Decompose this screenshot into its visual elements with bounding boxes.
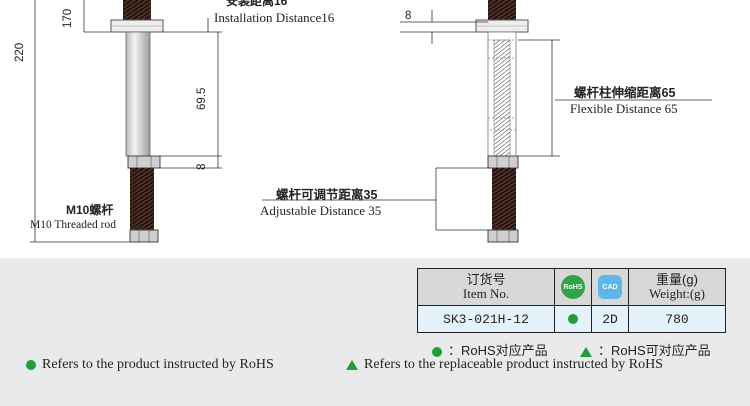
legend-rohs-cn: ：RoHS对应产品 [432, 340, 548, 359]
legend-rohs-cn-text: ：RoHS对应产品 [448, 343, 548, 358]
drawing-svg [30, 0, 712, 243]
green-triangle-icon [346, 359, 358, 370]
adj-en: Adjustable Distance 35 [260, 203, 382, 218]
rohs-icon: RoHS [561, 275, 585, 299]
dim-69-5: 69.5 [196, 87, 208, 110]
left-part [30, 0, 222, 243]
flex-en: Flexible Distance 65 [570, 101, 678, 116]
adj-cn: 螺杆可调节距离35 [276, 188, 378, 202]
spec-header-row: 订货号 Item No. RoHS CAD 重量(g) Weight:(g) [417, 268, 726, 306]
item-number: SK3-021H-12 [417, 305, 555, 333]
rohs-icon-label: RoHS [563, 283, 583, 291]
install-cn: 安装距离16 [226, 0, 288, 8]
green-dot-icon [26, 359, 36, 370]
rohs-value [554, 305, 592, 333]
weight-header-cn: 重量(g) [656, 272, 698, 287]
legend-replace-cn: ：RoHS可对应产品 [580, 340, 711, 359]
weight-value: 780 [628, 305, 726, 333]
dim-8-left: 8 [196, 163, 208, 170]
right-part [262, 0, 712, 243]
cad-icon: CAD [598, 275, 622, 299]
item-header: 订货号 Item No. [417, 268, 555, 306]
green-triangle-icon [580, 346, 592, 357]
legend-rohs-en-text: Refers to the product instructed by RoHS [42, 357, 274, 372]
weight-header: 重量(g) Weight:(g) [628, 268, 726, 306]
rod-cn: M10螺杆 [66, 203, 114, 217]
install-en: Installation Distance16 [214, 10, 335, 25]
item-header-cn: 订货号 [466, 272, 506, 287]
green-dot-icon [432, 346, 442, 357]
cad-value: 2D [591, 305, 629, 333]
dim-170: 170 [62, 8, 74, 28]
cad-icon-label: CAD [602, 283, 618, 291]
rohs-header: RoHS [554, 268, 592, 306]
legend-replace-cn-text: ：RoHS可对应产品 [598, 343, 711, 358]
dim-8-right: 8 [405, 10, 412, 22]
legend-replace-en-text: Refers to the replaceable product instru… [364, 357, 663, 372]
rohs-dot-icon [568, 314, 578, 325]
cad-header: CAD [591, 268, 629, 306]
legend-rohs-en: Refers to the product instructed by RoHS [26, 357, 274, 373]
item-header-en: Item No. [462, 286, 510, 301]
flex-cn: 螺杆柱伸缩距离65 [574, 86, 676, 100]
technical-drawing: 220 170 69.5 8 安装距离16 Installation Dista… [14, 0, 712, 243]
spec-table: 订货号 Item No. RoHS CAD 重量(g) Weight:(g) S… [417, 268, 726, 333]
spec-value-row: SK3-021H-12 2D 780 [417, 305, 726, 333]
rod-en: M10 Threaded rod [30, 219, 117, 231]
legend-replace-en: Refers to the replaceable product instru… [346, 357, 663, 373]
weight-header-en: Weight:(g) [649, 286, 705, 301]
dim-220: 220 [14, 42, 26, 62]
